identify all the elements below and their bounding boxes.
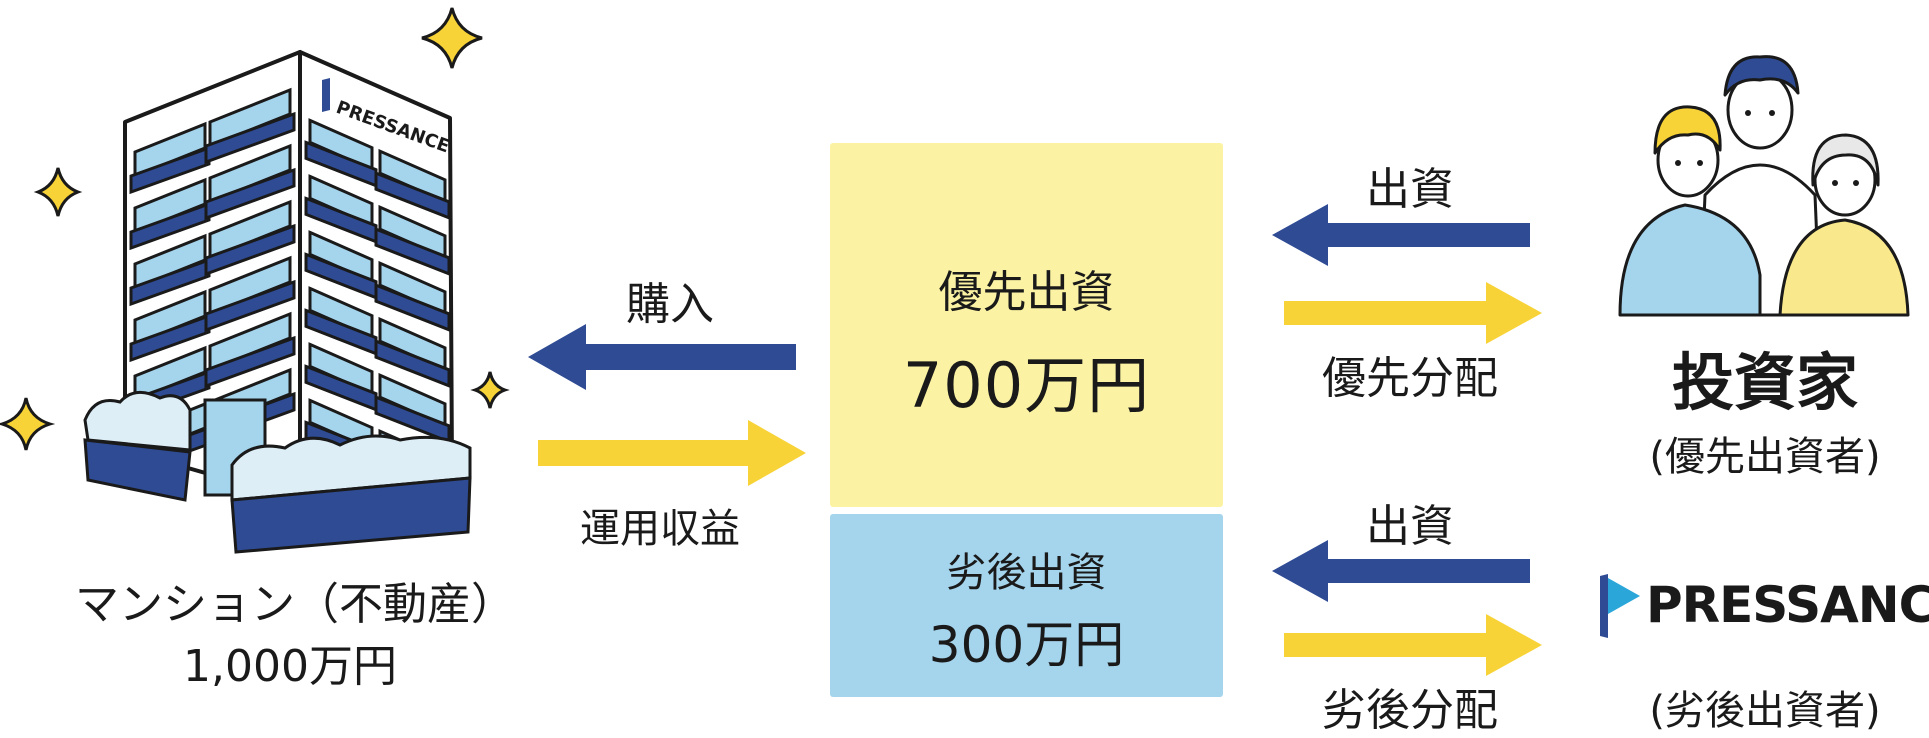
purchase-arrow-icon (528, 324, 796, 390)
top-invest-arrow-icon (1272, 204, 1530, 266)
investors-title: 投資家 (1671, 346, 1858, 419)
subordinate-box (830, 514, 1223, 697)
building-caption-line2: 1,000万円 (183, 641, 397, 692)
building-balcony (129, 201, 211, 251)
top-dist-label: 優先分配 (1322, 353, 1498, 404)
pressance-logo-icon (1600, 574, 1640, 638)
investors-illustration (1618, 55, 1910, 317)
priority-box (830, 143, 1223, 507)
building-balcony (129, 313, 211, 363)
building-balcony (204, 111, 296, 165)
building-balcony (204, 279, 296, 333)
top-invest-label: 出資 (1366, 164, 1454, 215)
building-balcony (129, 145, 211, 195)
building-balcony (374, 339, 451, 388)
company-logo: PRESSANCE (1598, 574, 1929, 638)
building-balcony (129, 257, 211, 307)
priority-label: 優先出資 (938, 267, 1115, 318)
subordinate-label: 劣後出資 (946, 550, 1107, 596)
building-balcony (374, 283, 451, 332)
top-dist-arrow-icon (1284, 282, 1542, 344)
building-caption-line1: マンション（不動産） (75, 579, 515, 630)
priority-amount: 700万円 (902, 349, 1151, 422)
bottom-invest-arrow-icon (1272, 540, 1530, 602)
subordinate-amount: 300万円 (928, 616, 1125, 674)
building-balcony (374, 227, 451, 276)
sparkle-icon (0, 7, 510, 451)
company-subtitle: (劣後出資者) (1649, 688, 1881, 734)
building-balcony (204, 167, 296, 221)
income-arrow-icon (538, 420, 806, 486)
building-illustration: PRESSANCE (0, 7, 510, 554)
bottom-dist-arrow-icon (1284, 614, 1542, 676)
company-logo-text: PRESSANCE (1646, 576, 1929, 634)
purchase-label: 購入 (626, 279, 714, 330)
investors-subtitle: (優先出資者) (1649, 434, 1881, 480)
building-balcony (204, 335, 296, 389)
building-balcony (204, 223, 296, 277)
building-balcony (374, 171, 451, 220)
bottom-invest-label: 出資 (1366, 501, 1454, 552)
income-label: 運用収益 (580, 506, 740, 552)
bottom-dist-label: 劣後分配 (1322, 685, 1498, 736)
